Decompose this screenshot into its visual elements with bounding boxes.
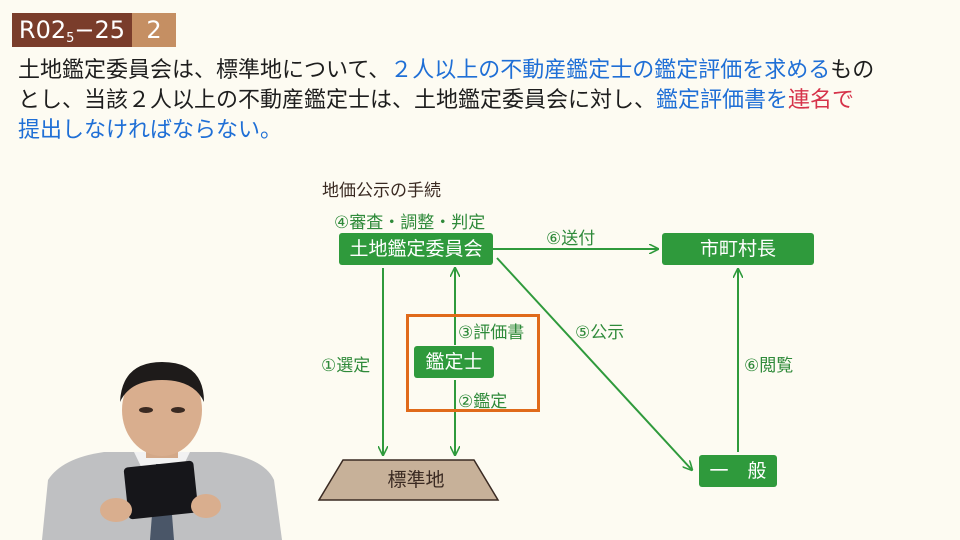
question-line-2-highlight: 鑑定評価書を: [656, 88, 789, 113]
node-standard-land: 標準地: [387, 469, 445, 491]
question-code-sub: 5: [66, 31, 75, 46]
presenter-video: [42, 362, 282, 540]
question-line-3: 提出しなければならない。: [18, 118, 283, 143]
appraiser-highlight-frame: [406, 314, 540, 412]
node-general-public: 一 般: [699, 455, 777, 487]
question-code-tail: −25: [74, 16, 126, 44]
question-line-2-emphasis: 連名で: [788, 88, 855, 113]
question-code-badge: R025−25: [12, 13, 132, 47]
label-inspect: ⑥閲覧: [744, 356, 794, 376]
arrow-publish: [496, 257, 692, 470]
question-line-1: 土地鑑定委員会は、標準地について、２人以上の不動産鑑定士の鑑定評価を求めるもの: [18, 56, 948, 86]
label-publish: ⑤公示: [575, 323, 625, 343]
label-report: ③評価書: [458, 323, 525, 343]
question-line-2-a: とし、当該２人以上の不動産鑑定士は、土地鑑定委員会に対し、: [18, 88, 657, 113]
node-mayor: 市町村長: [662, 233, 814, 265]
question-number-badge: 2: [132, 13, 176, 47]
question-line-1-c: もの: [830, 58, 875, 83]
standard-land-shape: [317, 459, 500, 501]
question-line-1-highlight: ２人以上の不動産鑑定士の鑑定評価を求める: [390, 58, 831, 83]
question-text: 土地鑑定委員会は、標準地について、２人以上の不動産鑑定士の鑑定評価を求めるもの …: [18, 56, 948, 146]
label-send: ⑥送付: [546, 229, 596, 249]
node-appraiser: 鑑定士: [414, 346, 494, 378]
node-land-appraisal-committee: 土地鑑定委員会: [339, 233, 493, 265]
diagram-title: 地価公示の手続: [322, 181, 441, 201]
label-review: ④審査・調整・判定: [334, 213, 486, 233]
question-line-1-a: 土地鑑定委員会は、標準地について、: [18, 58, 391, 83]
question-code-main: R02: [18, 16, 67, 44]
label-appraise: ②鑑定: [458, 392, 508, 412]
question-line-2: とし、当該２人以上の不動産鑑定士は、土地鑑定委員会に対し、鑑定評価書を連名で: [18, 86, 948, 116]
label-select: ①選定: [321, 356, 371, 376]
